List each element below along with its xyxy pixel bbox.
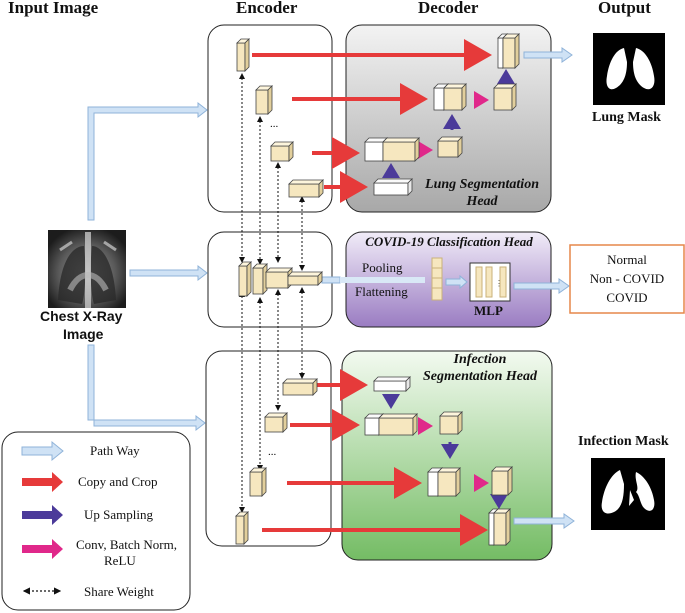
classification-output-box bbox=[569, 244, 685, 314]
lung-dec-conv-3 bbox=[437, 136, 463, 158]
inf-dec-concat-3 bbox=[378, 413, 418, 436]
lung-dec-conv-2 bbox=[493, 83, 517, 111]
bot-encoder-block-4 bbox=[282, 378, 318, 396]
flattening-label: Flattening bbox=[355, 284, 408, 299]
lung-dec-concat-3 bbox=[382, 137, 420, 162]
legend-copy-crop-glyph bbox=[22, 472, 63, 492]
copy-crop-arrows bbox=[252, 39, 492, 546]
legend-copy-crop-label: Copy and Crop bbox=[78, 474, 158, 489]
legend-pathway-label: Path Way bbox=[90, 443, 140, 458]
lung-dec-concat-2 bbox=[443, 83, 467, 111]
infection-mask-image bbox=[591, 458, 665, 530]
header-input-image: Input Image bbox=[8, 0, 99, 17]
legend-panel bbox=[1, 431, 191, 611]
header-encoder: Encoder bbox=[236, 0, 298, 17]
mlp-block: ⋮ bbox=[469, 262, 511, 302]
inf-dec-conv-2 bbox=[491, 466, 513, 496]
infection-head-title-line2: Segmentation Head bbox=[423, 369, 537, 384]
mid-encoder-block-1 bbox=[238, 261, 252, 297]
chest-xray-image bbox=[48, 230, 126, 308]
class-non-covid: Non - COVID bbox=[589, 271, 665, 286]
legend-upsampling-label: Up Sampling bbox=[84, 507, 153, 522]
inf-dec-concat-1 bbox=[493, 508, 511, 546]
header-decoder: Decoder bbox=[418, 0, 479, 17]
inf-dec-white-1 bbox=[373, 376, 411, 392]
legend-conv-label-line2: ReLU bbox=[104, 553, 136, 568]
bot-encoder-block-2 bbox=[249, 467, 267, 497]
inf-dec-concat-2 bbox=[437, 467, 461, 497]
legend-upsampling-glyph bbox=[22, 505, 63, 525]
lung-mask-label: Lung Mask bbox=[592, 110, 661, 125]
encoder-ellipsis-bottom: ... bbox=[268, 446, 277, 458]
feature-map-blocks bbox=[235, 33, 520, 546]
encoder-block-1 bbox=[236, 38, 250, 72]
inf-dec-conv-3 bbox=[439, 411, 463, 435]
lung-dec-white-1 bbox=[373, 178, 413, 196]
classification-head-title: COVID-19 Classification Head bbox=[365, 234, 533, 249]
class-list: Normal Non - COVID COVID bbox=[570, 250, 684, 307]
pooling-column bbox=[431, 257, 443, 301]
encoder-panel-bottom bbox=[205, 350, 332, 547]
input-caption-line2: Image bbox=[63, 326, 104, 342]
bot-encoder-block-3 bbox=[264, 412, 288, 433]
mid-encoder-block-2 bbox=[252, 263, 268, 295]
conv-arrows bbox=[418, 91, 489, 492]
bot-encoder-block-1 bbox=[235, 511, 249, 545]
input-caption-line1: Chest X-Ray bbox=[40, 308, 123, 324]
infection-head-title-line1: Infection bbox=[453, 352, 507, 367]
encoder-block-3 bbox=[270, 141, 294, 162]
svg-text:⋮: ⋮ bbox=[495, 279, 503, 288]
encoder-block-4 bbox=[288, 179, 324, 198]
lung-dec-concat-1 bbox=[502, 33, 520, 69]
mlp-label: MLP bbox=[474, 303, 503, 318]
header-output: Output bbox=[598, 0, 651, 17]
legend-conv-label-line1: Conv, Batch Norm, bbox=[76, 537, 177, 552]
mid-encoder-block-4 bbox=[287, 271, 323, 286]
share-weight-lines bbox=[239, 73, 305, 513]
legend-conv-glyph bbox=[22, 539, 63, 559]
class-covid: COVID bbox=[606, 290, 648, 305]
legend-share-weight-label: Share Weight bbox=[84, 584, 154, 599]
encoder-block-2 bbox=[255, 85, 273, 115]
pooling-label: Pooling bbox=[362, 260, 403, 275]
lung-head-title: Lung Segmentation Head bbox=[425, 177, 539, 209]
lung-mask-image bbox=[593, 33, 665, 105]
class-normal: Normal bbox=[607, 252, 647, 267]
encoder-ellipsis-top: ... bbox=[270, 118, 279, 130]
legend-glyphs bbox=[21, 440, 64, 595]
upsampling-arrows bbox=[382, 69, 515, 509]
pathway-arrows bbox=[87, 47, 575, 529]
infection-mask-label: Infection Mask bbox=[578, 434, 669, 449]
legend-pathway-glyph bbox=[21, 440, 64, 462]
